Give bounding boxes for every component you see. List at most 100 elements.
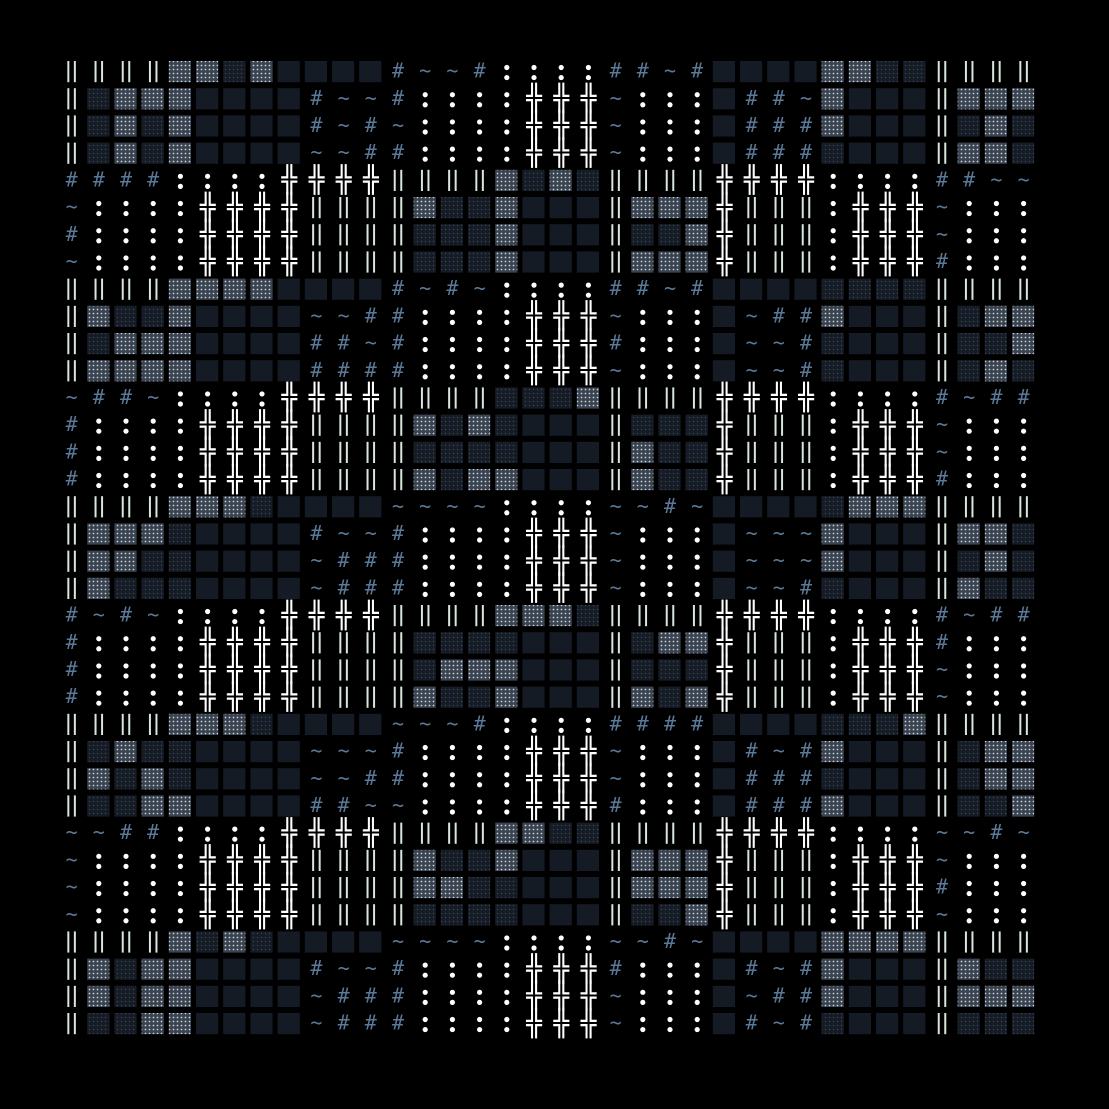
cross-glyph: ╬ (906, 245, 924, 277)
tile (821, 958, 844, 980)
tile (277, 931, 300, 953)
tile (87, 795, 110, 817)
dot-glyph (1021, 636, 1027, 642)
dot-glyph (640, 962, 646, 968)
hash-glyph: # (746, 793, 758, 817)
cross-glyph: ╬ (852, 218, 870, 250)
dot-glyph (96, 482, 102, 489)
tile (250, 985, 273, 1007)
tile (957, 958, 980, 980)
tile (277, 360, 300, 382)
tile (821, 713, 844, 735)
dot-glyph (667, 744, 673, 751)
tile (1012, 142, 1035, 164)
dot-glyph (558, 717, 564, 723)
tile (87, 550, 110, 572)
dot-glyph (504, 527, 510, 533)
dot-glyph (912, 391, 918, 397)
tile (848, 496, 871, 518)
hash-glyph: ~ (990, 167, 1002, 191)
tile (141, 88, 164, 110)
dot-glyph (694, 102, 700, 108)
cross-glyph: ╬ (879, 653, 897, 685)
dot-glyph (150, 210, 156, 217)
hash-glyph: # (365, 983, 377, 1007)
tile (196, 931, 219, 953)
tile (903, 61, 926, 83)
dot-glyph (966, 690, 972, 696)
dot-glyph (640, 1026, 646, 1033)
hash-glyph: ~ (936, 657, 948, 681)
tile (304, 278, 327, 300)
tile (87, 115, 110, 137)
dot-glyph (449, 156, 455, 162)
dot-glyph (422, 364, 428, 370)
tile (957, 115, 980, 137)
dot-glyph (1021, 238, 1027, 244)
tile (876, 360, 899, 382)
cross-glyph: ╬ (879, 436, 897, 468)
dot-glyph (123, 646, 129, 652)
tile (848, 550, 871, 572)
dot-glyph (830, 455, 836, 461)
tile (332, 61, 355, 83)
dot-glyph (966, 200, 972, 207)
tile (903, 305, 926, 327)
dot-glyph (640, 989, 646, 995)
tile (87, 142, 110, 164)
dot-glyph (857, 618, 864, 625)
dot-glyph (449, 92, 455, 98)
dot-glyph (422, 581, 428, 587)
dot-glyph (177, 918, 183, 924)
tile (277, 577, 300, 599)
tile (848, 61, 871, 83)
dot-glyph (640, 782, 646, 788)
tile (576, 414, 599, 436)
hash-glyph: # (746, 1011, 758, 1035)
tile (522, 904, 545, 926)
hash-glyph: ~ (419, 711, 431, 735)
cross-glyph: ╬ (308, 816, 326, 848)
dot-glyph (205, 401, 211, 407)
dot-glyph (123, 210, 129, 217)
tile (87, 768, 110, 790)
cross-glyph: ╬ (335, 381, 353, 413)
hash-glyph: # (664, 929, 676, 953)
dot-glyph (993, 908, 1000, 914)
tile (903, 931, 926, 953)
dot-glyph (232, 826, 238, 832)
dot-glyph (830, 391, 836, 397)
hash-glyph: ~ (147, 385, 159, 409)
tile (141, 795, 164, 817)
tile (631, 632, 654, 654)
tile (794, 61, 817, 83)
cross-glyph: ╬ (199, 680, 217, 712)
hash-glyph: ~ (610, 929, 622, 953)
tile (685, 849, 708, 871)
dot-glyph (857, 183, 864, 189)
hash-glyph: # (66, 657, 78, 681)
tile (141, 985, 164, 1007)
tile (903, 142, 926, 164)
hash-glyph: # (338, 331, 350, 355)
tile (440, 197, 463, 219)
dot-glyph (504, 591, 510, 597)
dot-glyph (694, 146, 700, 152)
hash-glyph: # (936, 249, 948, 273)
dot-glyph (558, 510, 564, 516)
tile (876, 931, 899, 953)
dot-glyph (449, 537, 455, 543)
tile (903, 795, 926, 817)
dot-glyph (150, 863, 156, 869)
tile (114, 577, 137, 599)
hash-glyph: ~ (310, 548, 322, 572)
tile (522, 387, 545, 409)
cross-glyph: ╬ (879, 218, 897, 250)
dot-glyph (504, 989, 510, 995)
dot-glyph (449, 336, 455, 343)
cross-glyph: ╬ (226, 245, 244, 277)
tile (522, 605, 545, 627)
tile (250, 931, 273, 953)
hash-glyph: # (773, 793, 785, 817)
dot-glyph (150, 646, 156, 652)
